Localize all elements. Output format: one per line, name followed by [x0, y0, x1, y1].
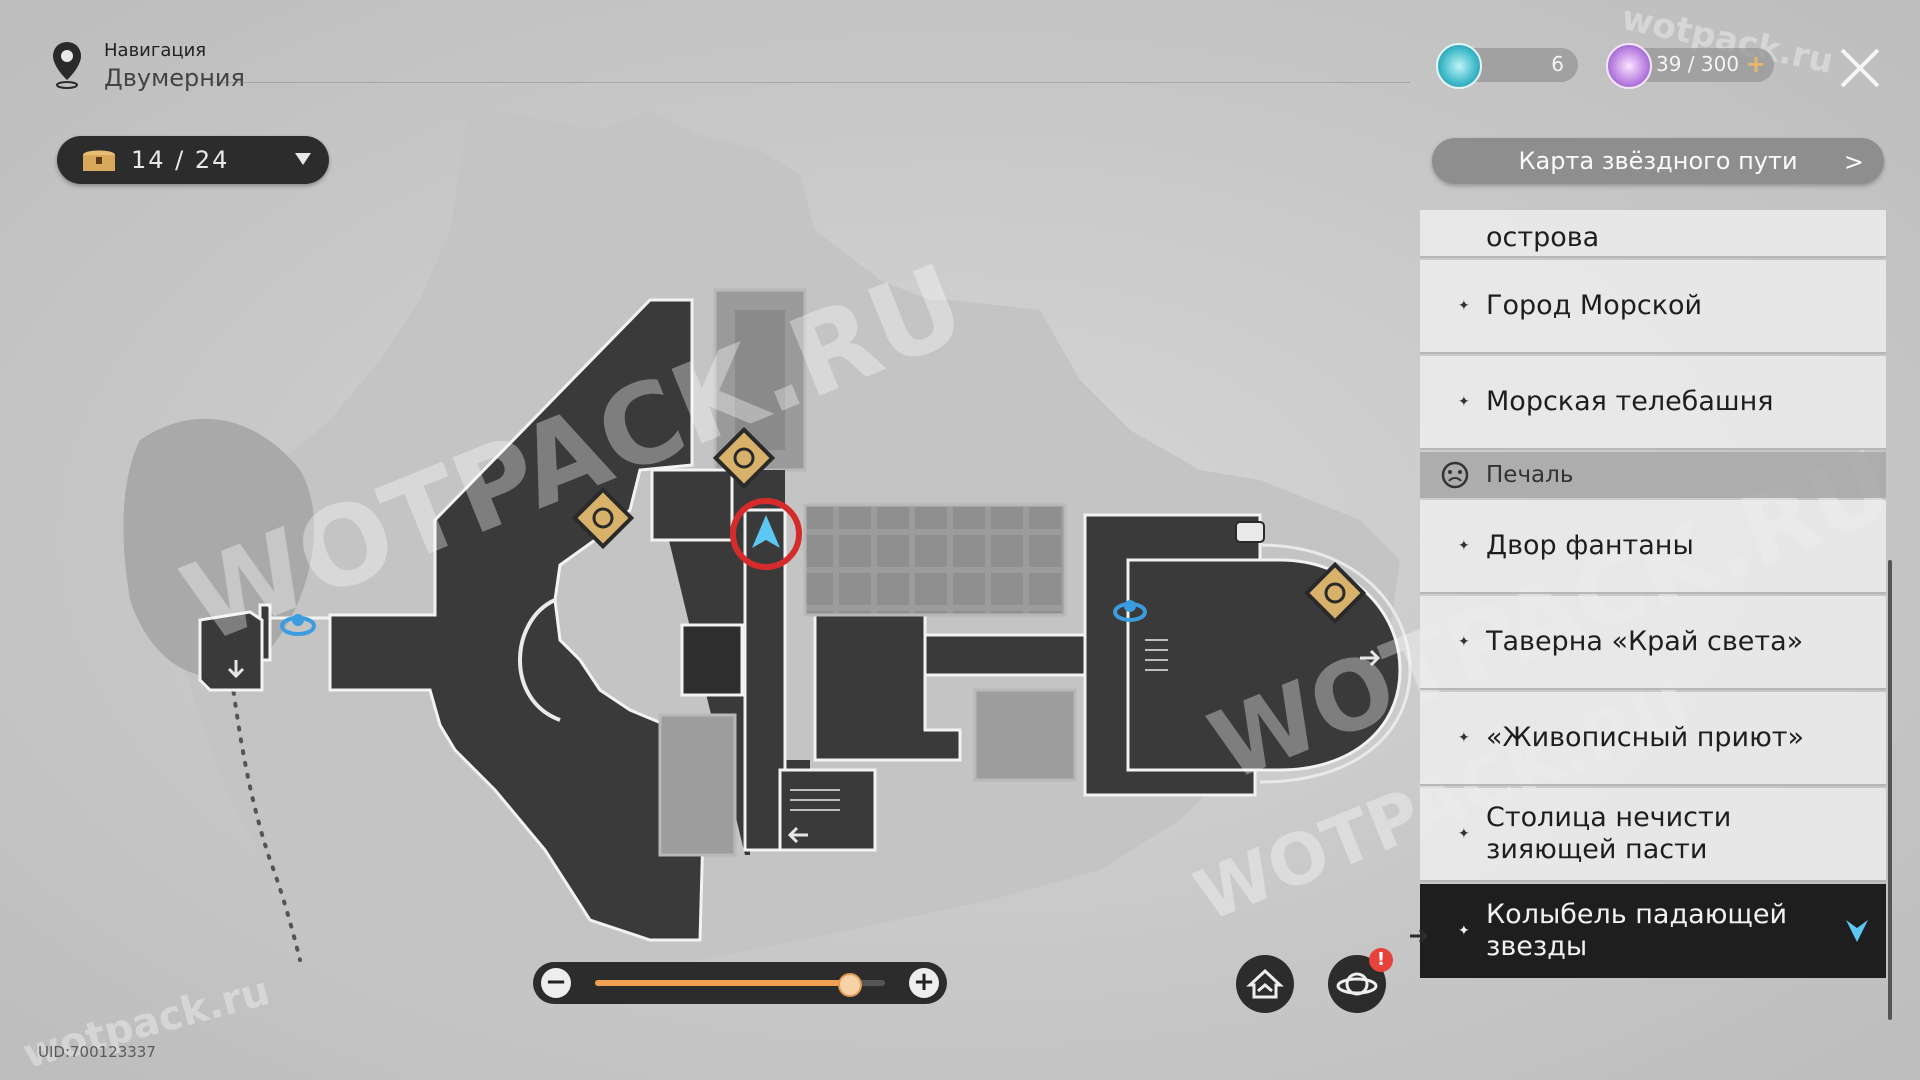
- map-pin-icon: [53, 42, 81, 89]
- list-category-header: Печаль: [1420, 452, 1886, 498]
- zoom-slider[interactable]: − +: [533, 962, 947, 1004]
- list-item-selected[interactable]: ✦ Колыбель падающей звезды: [1420, 884, 1886, 978]
- list-item[interactable]: ✦ острова: [1420, 210, 1886, 258]
- list-item[interactable]: ✦ Морская телебашня: [1420, 356, 1886, 450]
- list-item[interactable]: ✦ Двор фантаны: [1420, 500, 1886, 594]
- header-divider: [210, 82, 1410, 83]
- trailblaze-power-value: 39 / 300: [1656, 52, 1740, 76]
- zoom-track[interactable]: [595, 973, 885, 997]
- zoom-in-button[interactable]: +: [909, 968, 939, 998]
- list-item[interactable]: ✦ «Живописный приют»: [1420, 692, 1886, 786]
- diamond-icon: ✦: [1458, 826, 1470, 842]
- user-id: UID:700123337: [38, 1043, 156, 1061]
- diamond-icon: ✦: [1458, 634, 1470, 650]
- location-label: острова: [1486, 222, 1600, 253]
- current-location-icon: [1846, 920, 1868, 942]
- location-label: Таверна «Край света»: [1486, 626, 1804, 657]
- quest-marker-icon: [571, 426, 1367, 625]
- location-label: Столица нечисти зияющей пасти: [1486, 802, 1732, 865]
- location-name: Двумерния: [104, 64, 245, 92]
- chest-counter-dropdown[interactable]: 14 / 24: [57, 136, 329, 184]
- stellar-reserve-counter[interactable]: 6: [1436, 43, 1578, 89]
- star-rail-map-label: Карта звёздного пути: [1518, 147, 1798, 175]
- location-label: «Живописный приют»: [1486, 722, 1805, 753]
- treasure-chest-icon: [83, 150, 115, 171]
- location-label: Колыбель падающей звезды: [1486, 899, 1788, 962]
- list-item[interactable]: ✦ Столица нечисти зияющей пасти: [1420, 788, 1886, 882]
- zoom-out-button[interactable]: −: [541, 968, 571, 998]
- diamond-icon: ✦: [1458, 298, 1470, 314]
- planet-button[interactable]: [1328, 955, 1386, 1013]
- notification-badge: !: [1369, 948, 1393, 972]
- space-anchor-icon: [280, 600, 1147, 636]
- chevron-down-icon: [295, 153, 311, 165]
- chevron-right-icon: >: [1843, 148, 1864, 176]
- navigation-header: Навигация Двумерния: [50, 40, 245, 94]
- list-scrollbar[interactable]: [1888, 560, 1892, 1020]
- zoom-fill: [595, 980, 851, 986]
- location-label: Город Морской: [1486, 290, 1703, 321]
- stellar-reserve-value: 6: [1551, 52, 1564, 76]
- close-icon[interactable]: [1838, 46, 1882, 90]
- stellar-reserve-icon: [1436, 43, 1482, 89]
- selection-arrow-icon: [1410, 928, 1429, 944]
- vendor-icon: [1235, 521, 1265, 543]
- star-rail-map-button[interactable]: Карта звёздного пути >: [1432, 138, 1884, 184]
- location-label: Морская телебашня: [1486, 386, 1774, 417]
- trailblaze-power-counter[interactable]: 39 / 300 +: [1606, 43, 1774, 89]
- home-icon: [1246, 968, 1284, 999]
- zoom-handle[interactable]: [838, 973, 863, 997]
- list-item[interactable]: ✦ Город Морской: [1420, 260, 1886, 354]
- player-position-icon: [730, 498, 802, 570]
- planet-icon: [1336, 972, 1378, 996]
- home-button[interactable]: [1236, 955, 1294, 1013]
- trailblaze-power-icon: [1606, 43, 1652, 89]
- navigation-label: Навигация: [104, 40, 207, 61]
- location-list[interactable]: ✦ острова ✦ Город Морской ✦ Морская теле…: [1420, 210, 1886, 980]
- diamond-icon: ✦: [1458, 538, 1470, 554]
- chest-count: 14 / 24: [131, 146, 230, 174]
- add-power-icon[interactable]: +: [1745, 50, 1766, 78]
- diamond-icon: ✦: [1458, 394, 1470, 410]
- location-label: Двор фантаны: [1486, 530, 1694, 561]
- diamond-icon: ✦: [1458, 730, 1470, 746]
- list-item[interactable]: ✦ Таверна «Край света»: [1420, 596, 1886, 690]
- sorrow-face-icon: [1441, 461, 1469, 489]
- category-label: Печаль: [1486, 462, 1574, 488]
- diamond-icon: ✦: [1458, 923, 1470, 939]
